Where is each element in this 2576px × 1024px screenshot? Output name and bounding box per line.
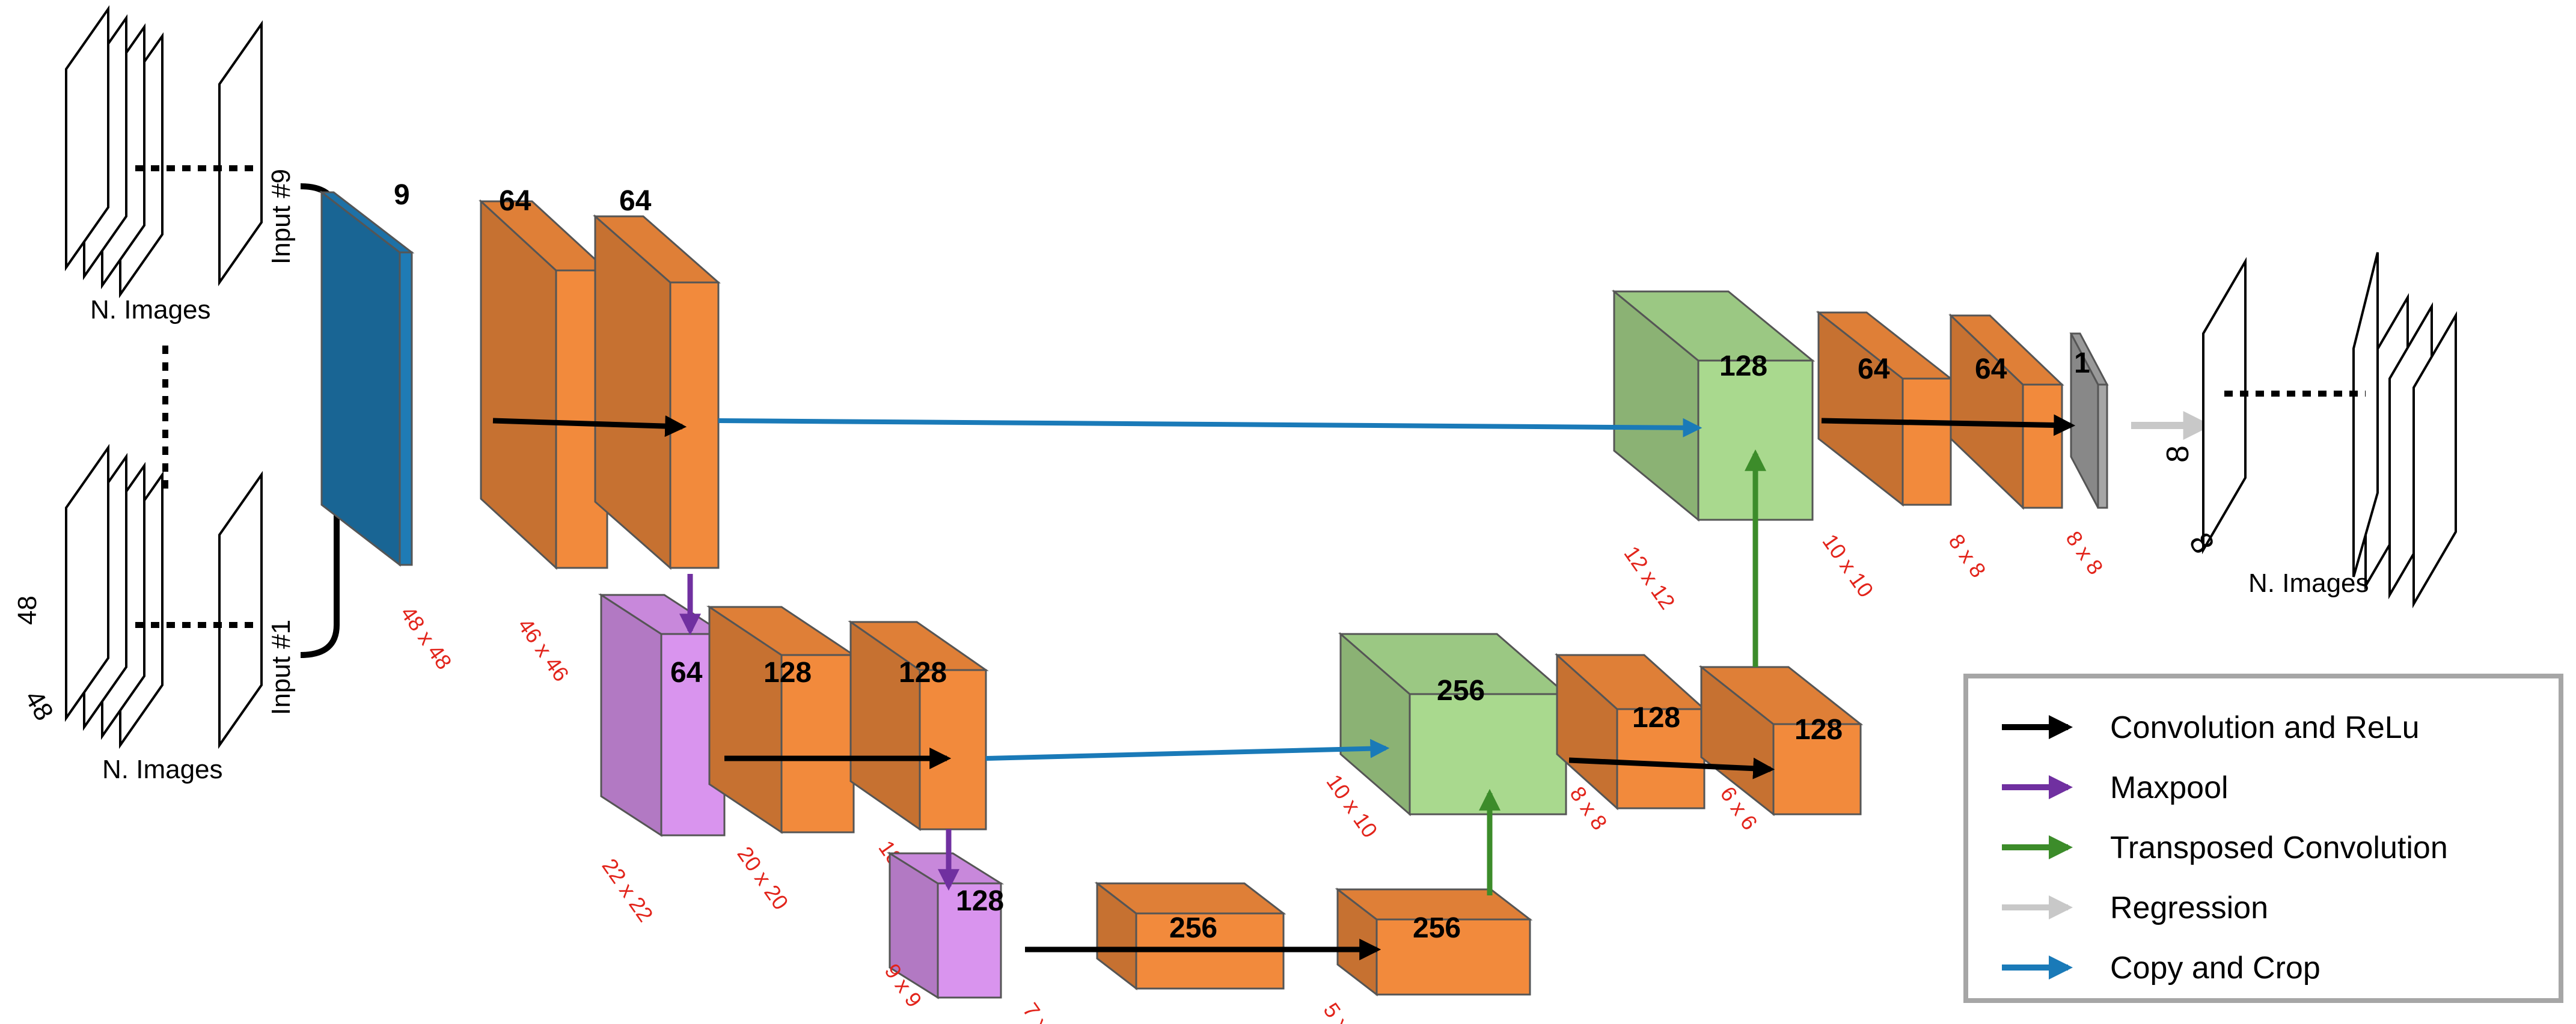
channel-count-label: 256 bbox=[1413, 912, 1461, 944]
channel-count-label: 128 bbox=[956, 885, 1004, 917]
block-front-face bbox=[1772, 723, 1862, 815]
block-front-face bbox=[937, 882, 1002, 999]
channel-count-label: 256 bbox=[1437, 675, 1485, 707]
input-bottom-label: Input #1 bbox=[266, 620, 296, 715]
legend-item: Convolution and ReLu bbox=[2002, 710, 2420, 745]
layer-block-pool1: 64 22 x 22 bbox=[597, 593, 728, 926]
channel-count-label: 64 bbox=[1858, 353, 1890, 385]
legend-item: Transposed Convolution bbox=[2002, 830, 2448, 865]
block-front-face bbox=[780, 654, 855, 834]
layer-block-up1: 128 12 x 12 bbox=[1611, 289, 1816, 614]
block-front-face bbox=[1901, 377, 1952, 506]
arrows bbox=[492, 411, 2212, 960]
channel-count-label: 256 bbox=[1169, 912, 1217, 944]
channel-count-label: 64 bbox=[1975, 353, 2007, 385]
channel-count-label: 128 bbox=[763, 657, 812, 689]
output-width-label: 8 bbox=[2182, 527, 2221, 559]
copy-crop-arrow-2 bbox=[985, 739, 1390, 761]
legend-label: Transposed Convolution bbox=[2110, 830, 2448, 865]
channel-count-label: 128 bbox=[1719, 350, 1767, 382]
channel-count-label: 128 bbox=[899, 657, 947, 689]
conv-arrow-1 bbox=[492, 415, 687, 437]
layer-block-conv1b: 6444 x 44 bbox=[593, 185, 721, 680]
channel-count-label: 128 bbox=[1794, 714, 1843, 746]
block-front-face bbox=[919, 669, 987, 830]
copy-crop-arrow-1 bbox=[718, 418, 1703, 437]
block-front-face bbox=[1375, 918, 1531, 996]
legend-item: Regression bbox=[2002, 891, 2268, 925]
feature-size-label: 48 x 48 bbox=[396, 602, 456, 674]
output-stack: 8 8 N. Images bbox=[2161, 252, 2457, 609]
output-stack-label: N. Images bbox=[2248, 568, 2369, 598]
legend-item: Copy and Crop bbox=[2002, 951, 2321, 986]
input-width-label: 48 bbox=[19, 686, 59, 726]
feature-size-label: 10 x 10 bbox=[1817, 529, 1878, 602]
legend-item: Maxpool bbox=[2002, 770, 2229, 805]
feature-size-label: 46 x 46 bbox=[513, 614, 574, 686]
layer-block-conv5a: 64 10 x 10 bbox=[1816, 310, 1954, 602]
feature-size-label: 22 x 22 bbox=[597, 854, 658, 926]
block-side-face bbox=[320, 190, 401, 567]
feature-size-label: 5 x 5 bbox=[1318, 998, 1365, 1024]
block-front-face bbox=[2097, 383, 2108, 509]
feature-size-label: 8 x 8 bbox=[1944, 529, 1990, 582]
stack-label-top: N. Images bbox=[90, 295, 211, 325]
input-stack-top: Input #9 N. Images bbox=[65, 5, 296, 325]
block-front-face bbox=[2022, 383, 2063, 509]
block-front-face bbox=[399, 251, 413, 566]
legend-label: Copy and Crop bbox=[2110, 951, 2321, 986]
channel-count-label: 9 bbox=[394, 179, 410, 211]
channel-count-label: 1 bbox=[2074, 347, 2090, 379]
layer-block-conv1a: 64 46 x 46 bbox=[479, 185, 610, 686]
channel-count-label: 64 bbox=[670, 657, 703, 689]
layer-block-conv3a: 256 7 x 7 bbox=[1018, 881, 1286, 1024]
layer-block-conv3b: 256 5 x 5 bbox=[1318, 887, 1533, 1024]
conv-arrow-5 bbox=[1821, 414, 2076, 436]
conv-arrow-4 bbox=[1568, 757, 1775, 779]
feature-size-label: 20 x 20 bbox=[732, 842, 793, 914]
channel-count-label: 128 bbox=[1632, 702, 1680, 734]
legend-label: Regression bbox=[2110, 891, 2268, 925]
channel-count-label: 64 bbox=[619, 185, 652, 217]
layer-block-output: 1 8 x 8 bbox=[2061, 332, 2109, 579]
input-height-label: 48 bbox=[13, 596, 42, 625]
legend-label: Convolution and ReLu bbox=[2110, 710, 2420, 745]
feature-size-label: 7 x 7 bbox=[1018, 998, 1065, 1024]
feature-size-label: 8 x 8 bbox=[2061, 526, 2108, 579]
block-side-face bbox=[600, 593, 662, 837]
output-height-label: 8 bbox=[2161, 445, 2195, 463]
channel-count-label: 64 bbox=[499, 185, 531, 217]
layer-block-input: 9 48 x 48 bbox=[319, 179, 457, 674]
feature-size-label: 12 x 12 bbox=[1619, 541, 1680, 614]
input-top-label: Input #9 bbox=[266, 169, 296, 264]
legend-label: Maxpool bbox=[2110, 770, 2229, 805]
input-stack-bottom: Input #1 48 48 N. Images bbox=[13, 443, 296, 784]
stack-label-bottom: N. Images bbox=[102, 755, 223, 784]
layer-block-conv5b: 64 8 x 8 bbox=[1944, 313, 2064, 582]
